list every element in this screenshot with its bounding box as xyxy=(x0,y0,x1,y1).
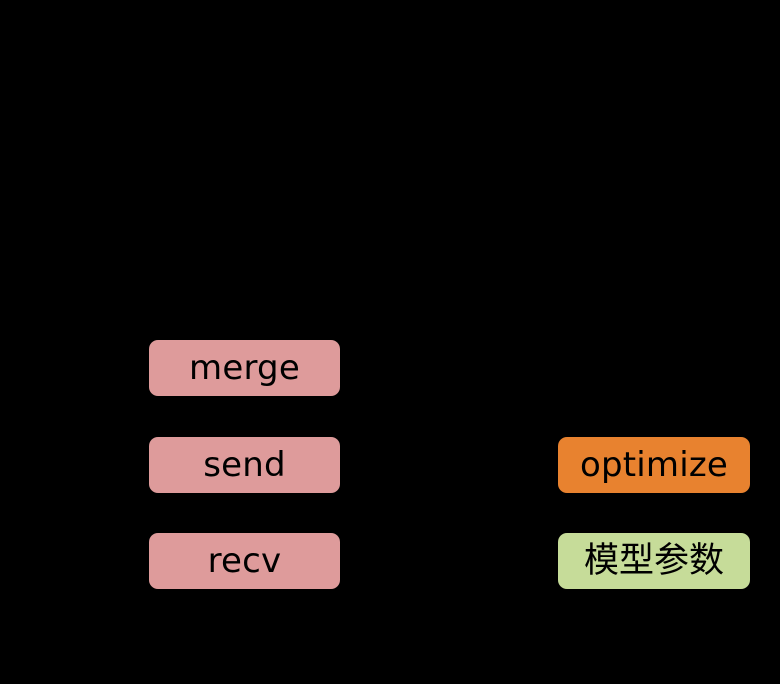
node-label-model-params: 模型参数 xyxy=(583,540,724,581)
node-label-recv: recv xyxy=(207,541,282,581)
node-label-optimize: optimize xyxy=(579,445,729,485)
node-optimize[interactable]: optimize xyxy=(558,437,750,493)
node-recv[interactable]: recv xyxy=(149,533,340,589)
node-merge[interactable]: merge xyxy=(149,340,340,396)
node-label-send: send xyxy=(203,445,286,485)
node-label-merge: merge xyxy=(189,348,300,388)
node-send[interactable]: send xyxy=(149,437,340,493)
node-model-params[interactable]: 模型参数 xyxy=(558,533,750,589)
